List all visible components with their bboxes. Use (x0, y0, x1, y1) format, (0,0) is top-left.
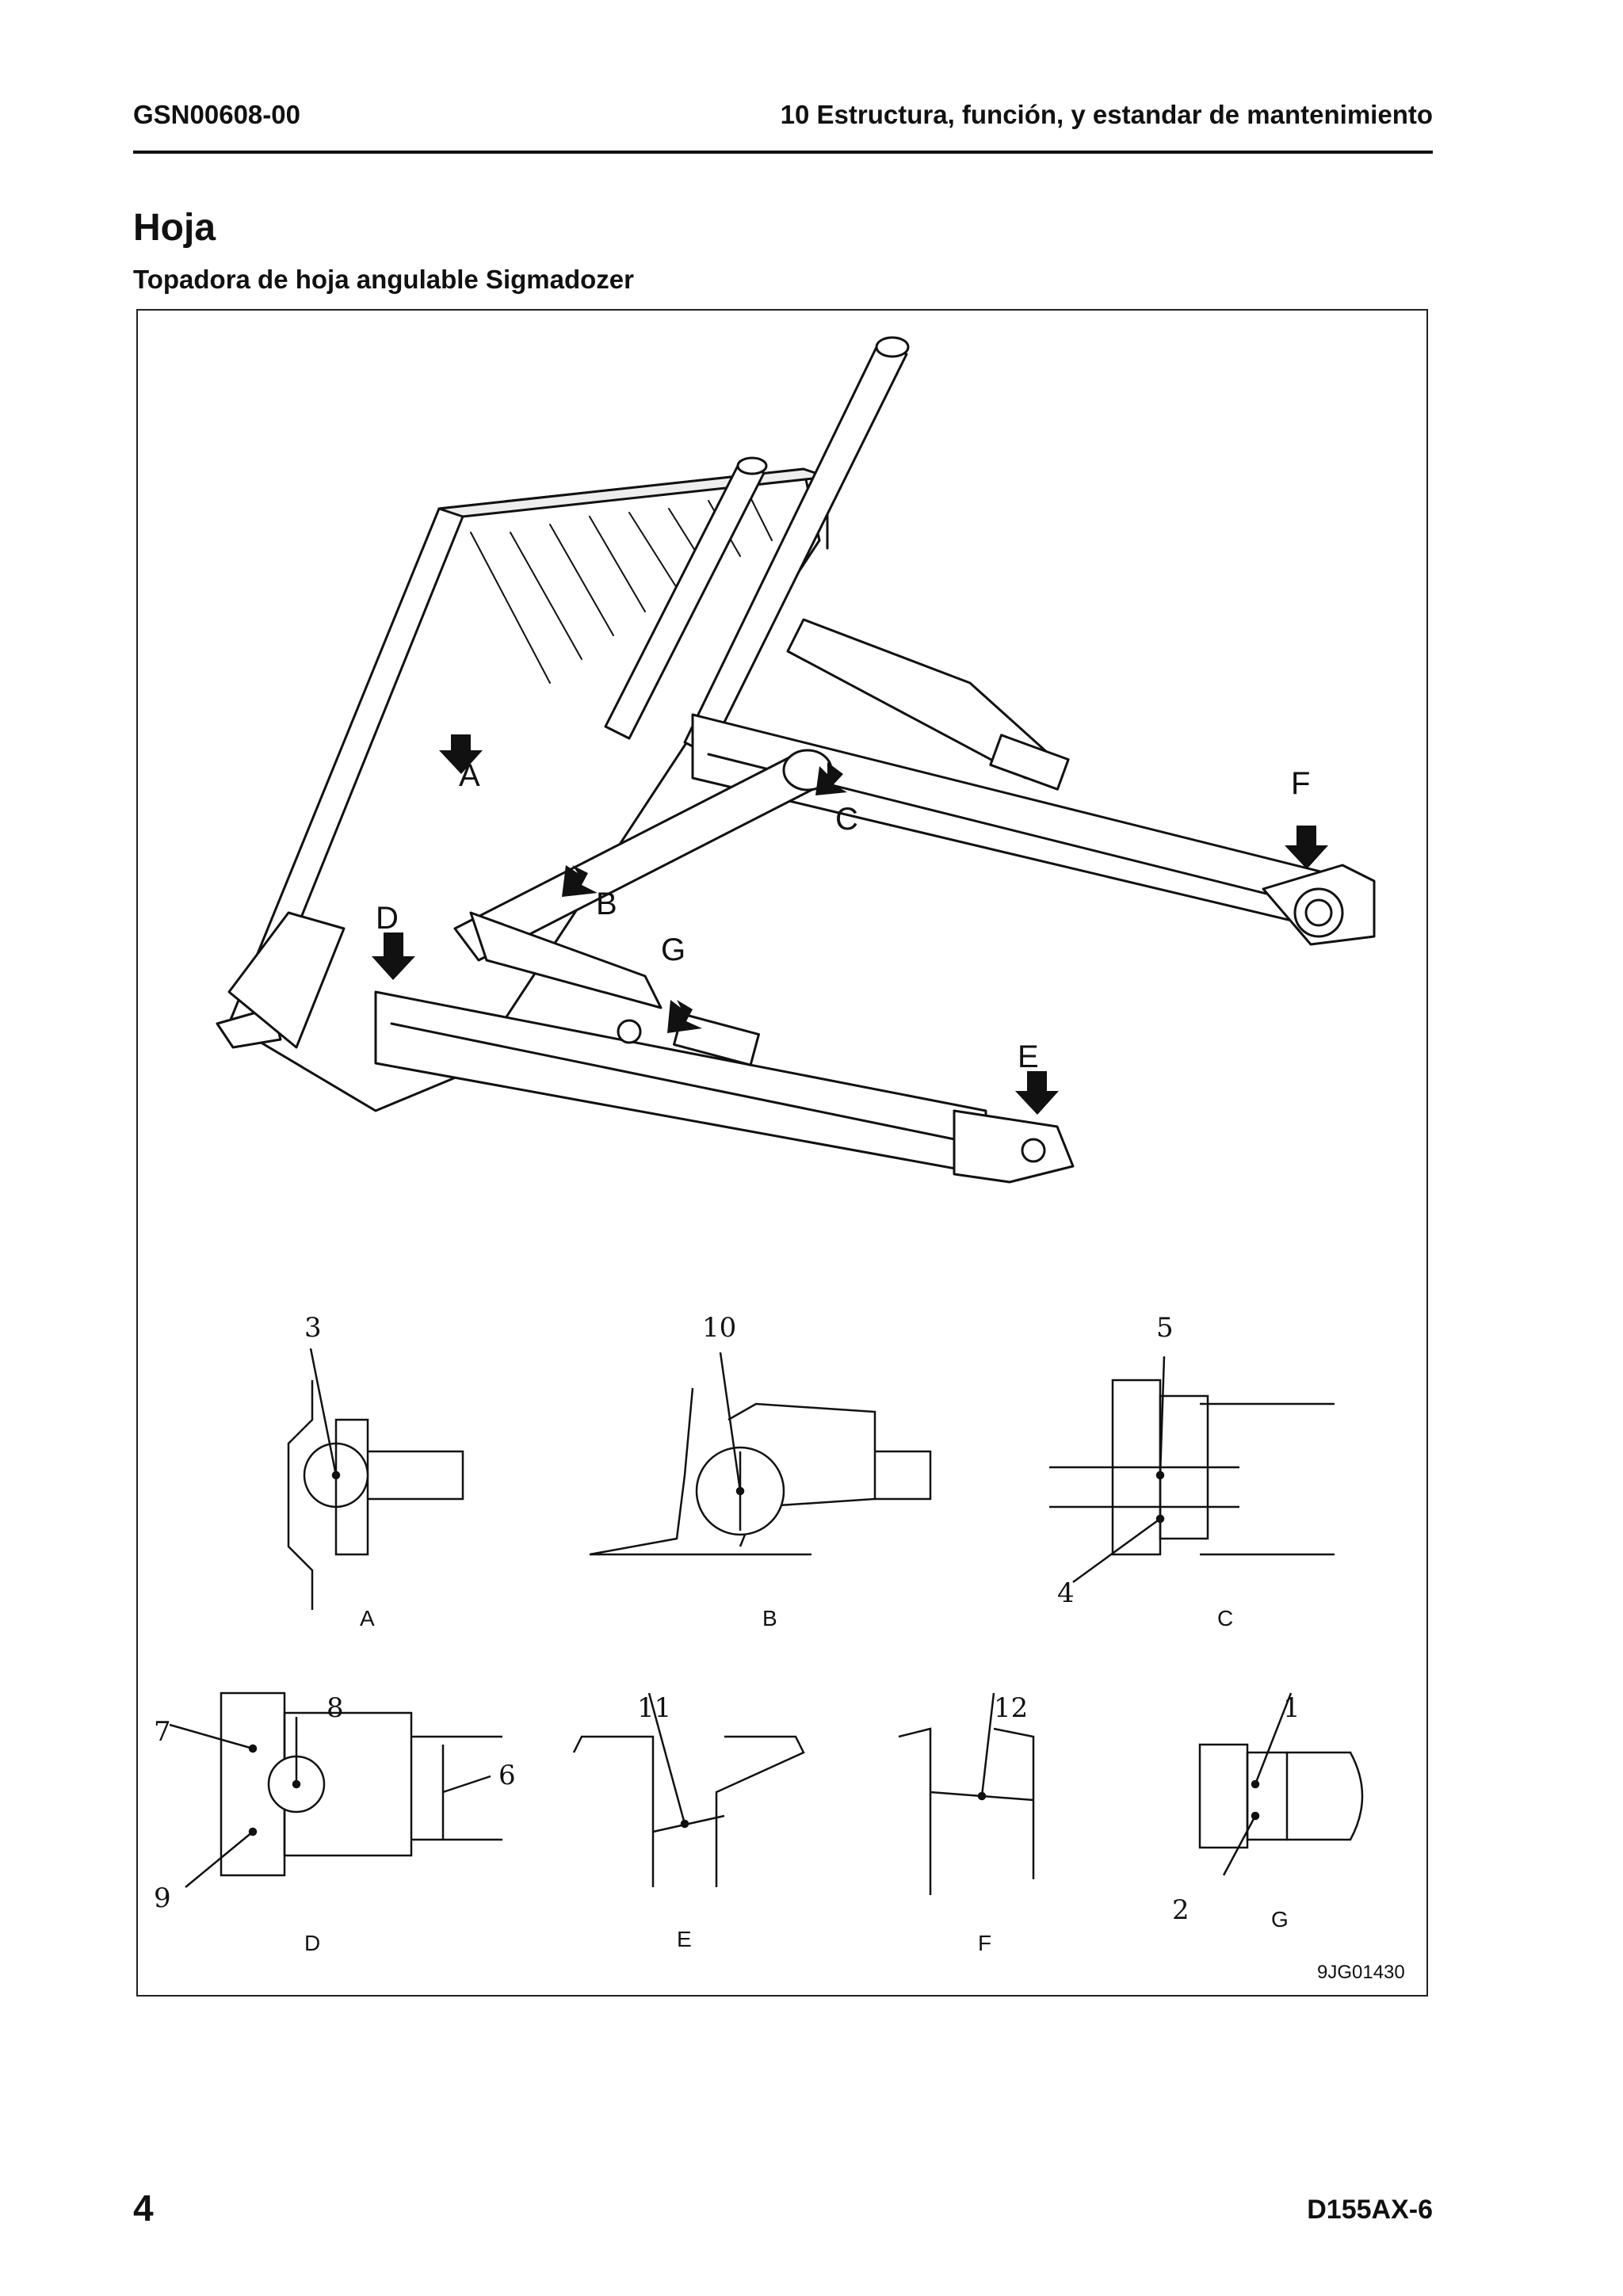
callout-arrows (372, 734, 1328, 1115)
detail-view-c (1049, 1356, 1335, 1584)
section-title: 10 Estructura, función, y estandar de ma… (780, 100, 1433, 129)
part-number-7: 7 (154, 1716, 171, 1748)
detail-label-a: A (360, 1606, 375, 1630)
detail-view-a (287, 1348, 464, 1610)
callout-letter-e: E (1018, 1039, 1039, 1074)
lift-cylinder-drawing (604, 336, 910, 756)
detail-label-d: D (304, 1931, 320, 1955)
part-number-12: 12 (994, 1692, 1028, 1724)
detail-label-e: E (677, 1927, 692, 1951)
blade-figure: A B C D E F G (136, 309, 1428, 1997)
callout-letter-a: A (459, 758, 480, 793)
callout-letter-d: D (376, 901, 399, 936)
detail-label-b: B (762, 1606, 777, 1630)
part-number-5: 5 (1156, 1312, 1174, 1344)
figure-code: 9JG01430 (1317, 1962, 1405, 1983)
callout-letter-g: G (661, 933, 685, 967)
page-title: Hoja (133, 207, 216, 249)
header-divider (133, 151, 1433, 154)
detail-view-g (1198, 1692, 1364, 1876)
detail-view-f (898, 1692, 1035, 1895)
detail-view-b (589, 1352, 932, 1556)
detail-view-d (169, 1691, 502, 1888)
detail-view-e (572, 1692, 805, 1887)
blade-illustration: A B C D E F G (154, 336, 1405, 1983)
part-number-3: 3 (304, 1312, 322, 1344)
part-number-9: 9 (154, 1882, 171, 1914)
part-number-1: 1 (1283, 1692, 1300, 1724)
page-number: 4 (133, 2187, 154, 2229)
part-number-4: 4 (1057, 1577, 1075, 1609)
part-number-6: 6 (498, 1760, 516, 1791)
part-number-8: 8 (327, 1692, 344, 1724)
left-push-arm-drawing (374, 911, 1075, 1184)
document-code: GSN00608-00 (133, 100, 300, 129)
page-subtitle: Topadora de hoja angulable Sigmadozer (133, 265, 634, 294)
callout-letter-f: F (1291, 766, 1310, 801)
part-number-10: 10 (702, 1312, 736, 1344)
detail-label-g: G (1271, 1907, 1289, 1932)
callout-letter-c: C (835, 802, 858, 837)
callout-letter-b: B (596, 887, 617, 921)
detail-label-c: C (1217, 1606, 1233, 1630)
part-number-2: 2 (1172, 1894, 1190, 1926)
model-code: D155AX-6 (1307, 2195, 1433, 2225)
detail-label-f: F (978, 1931, 991, 1955)
part-number-11: 11 (637, 1692, 671, 1724)
